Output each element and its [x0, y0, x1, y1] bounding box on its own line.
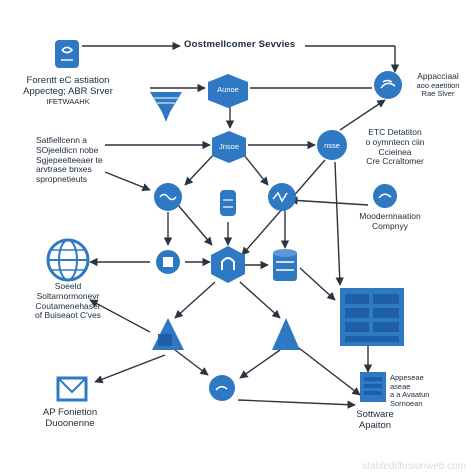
label-line: Sornoean — [390, 398, 423, 408]
label-line: Soeeld — [54, 281, 82, 291]
diagram-title: Oostmellcomer Sevvies — [184, 39, 296, 50]
connector — [339, 99, 386, 131]
connector — [299, 267, 336, 301]
label-line: Coutamenehaser — [35, 300, 101, 311]
node-circle-left — [154, 183, 182, 211]
node-circle-bottom — [209, 375, 235, 401]
label-line: Sgjepeelteeaer te — [36, 154, 103, 165]
label-line: Satfiellcenn a — [36, 135, 88, 145]
connector — [89, 299, 151, 333]
hexagon-node-icon — [211, 246, 245, 283]
node-circle-right — [268, 183, 296, 211]
label-bottom-left: AP Fonietion Duoonenne — [30, 407, 110, 430]
node-circle-far-right — [373, 184, 397, 208]
building-icon — [360, 372, 386, 402]
label-left-lower: Soeeld Soltarnormonevr Coutamenehaser of… — [18, 281, 118, 321]
document-stack-icon — [340, 288, 404, 346]
label-line: SOjeeldicn nobe — [36, 144, 99, 155]
puzzle-icon — [156, 250, 180, 274]
label-line: Compnyy — [372, 220, 408, 231]
node-label-auto: Aunoe — [217, 85, 239, 94]
label-line: Cre Ccraltomer — [366, 156, 424, 167]
envelope-icon — [56, 376, 88, 402]
label-line: Forentt eC astiation — [26, 75, 110, 86]
node-label-right: nsse — [324, 141, 340, 150]
label-line: Appeseae — [390, 373, 424, 382]
label-right-top: Appacciaal aoo eaetition Rae Slver — [405, 71, 471, 99]
label-line: Apaiton — [358, 419, 392, 431]
hexagon-node-icon — [317, 130, 347, 160]
label-right-mid: ETC Detatiton o oymntecn ciin Ccieinea C… — [352, 127, 438, 167]
label-bottom-right: Sottware Apaiton — [340, 409, 410, 432]
label-line: Rae Slver — [421, 89, 455, 99]
watermark: stablediffusionweb.com — [362, 461, 466, 472]
label-line: Soltarnormonevr — [36, 290, 100, 301]
label-line: Moodernnaation — [359, 211, 421, 221]
label-line: aseae — [390, 381, 411, 391]
server-icon — [55, 40, 79, 68]
label-left-mid: Satfiellcenn a SOjeeldicn nobe Sgjepeelt… — [36, 135, 116, 185]
label-line: Appecteg; ABR Srver — [23, 85, 113, 97]
label-right-mid2: Moodernnaation Compnyy — [350, 211, 430, 232]
warning-icon — [272, 318, 300, 350]
label-line: spropnetieuts — [36, 174, 88, 185]
connector — [177, 204, 213, 246]
label-line: o oymntecn ciin — [365, 136, 425, 147]
connector — [104, 171, 151, 192]
storage-icon — [273, 249, 297, 281]
label-top-left: Forentt eC astiation Appecteg; ABR Srver… — [18, 75, 118, 106]
label-line: ETC Detatiton — [368, 127, 422, 137]
funnel-icon — [150, 92, 182, 122]
label-line: of Buiseaot C'ves — [35, 310, 101, 321]
connector — [174, 281, 216, 319]
connector — [294, 344, 361, 396]
cloud-icon — [374, 71, 402, 99]
globe-icon — [46, 238, 90, 282]
connector — [237, 399, 356, 409]
connector — [289, 196, 369, 206]
hexagon-node-icon — [212, 131, 246, 163]
label-line: Ccieinea — [378, 146, 412, 157]
label-line: a a Avaatun — [390, 390, 430, 400]
label-line: IFETWAAHK — [46, 96, 90, 106]
label-line: arvtrase bnxes — [36, 164, 92, 175]
connector — [94, 354, 166, 384]
label-bottom-right-small: Appeseae aseae a a Avaatun Sornoean — [390, 373, 460, 409]
label-line: AP Fonietion — [42, 407, 98, 418]
connector — [334, 161, 344, 286]
node-label-mid: Jnsoe — [218, 142, 239, 151]
connector — [239, 349, 281, 379]
label-line: Duoonenne — [45, 417, 95, 429]
database-icon — [220, 190, 236, 216]
label-line: Appacciaal — [417, 71, 459, 81]
connector — [239, 281, 281, 319]
label-line: aoo eaetition — [416, 80, 460, 90]
warning-icon — [152, 318, 184, 350]
connector — [174, 349, 209, 376]
hexagon-node-icon — [208, 74, 248, 108]
label-line: Sottware — [356, 409, 394, 420]
